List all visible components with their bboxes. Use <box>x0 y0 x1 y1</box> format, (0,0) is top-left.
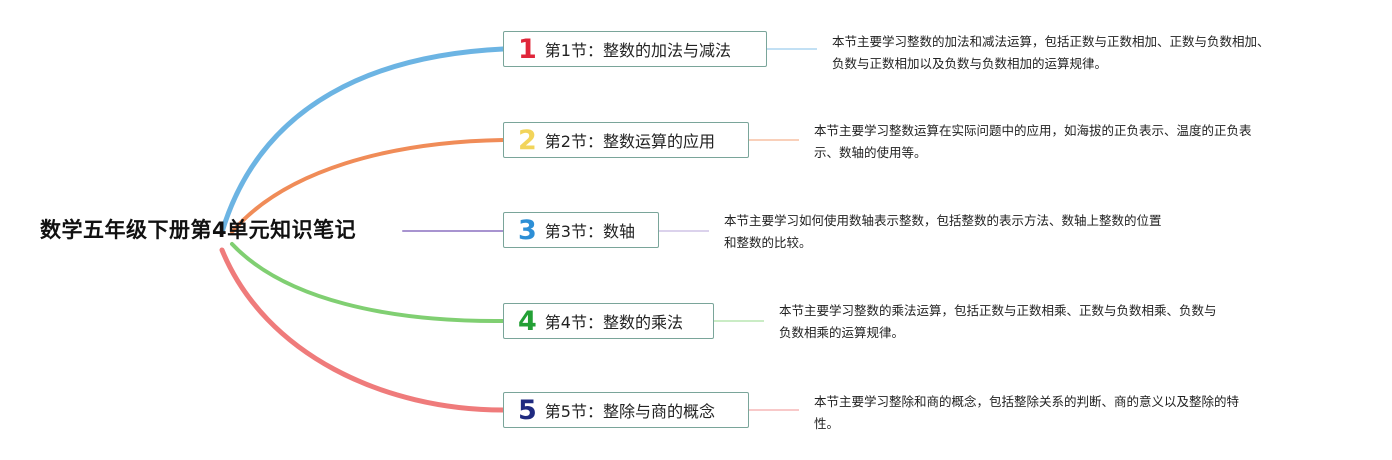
curve-branch-1 <box>219 46 506 235</box>
branch-node-5[interactable]: 5 第5节：整除与商的概念 <box>503 392 749 428</box>
root-topic[interactable]: 数学五年级下册第4单元知识笔记 <box>40 218 357 242</box>
number-2-icon: 2 <box>518 124 537 156</box>
number-4-icon: 4 <box>518 305 537 337</box>
branch-label-5: 第5节：整除与商的概念 <box>544 402 715 421</box>
branch-description-1: 本节主要学习整数的加法和减法运算，包括正数与正数相加、正数与负数相加、 负数与正… <box>832 34 1270 71</box>
branch-node-4[interactable]: 4 第4节：整数的乘法 <box>503 303 714 339</box>
number-1-icon: 1 <box>518 33 537 65</box>
branch-node-2[interactable]: 2 第2节：整数运算的应用 <box>503 122 749 158</box>
branch-label-2: 第2节：整数运算的应用 <box>544 132 715 151</box>
branch-label-1: 第1节：整数的加法与减法 <box>544 41 731 60</box>
branch-node-1[interactable]: 1 第1节：整数的加法与减法 <box>503 31 767 67</box>
number-5-icon: 5 <box>518 394 537 426</box>
branch-description-3: 本节主要学习如何使用数轴表示整数，包括整数的表示方法、数轴上整数的位置 和整数的… <box>724 213 1162 250</box>
curve-branch-5 <box>219 247 506 413</box>
number-3-icon: 3 <box>518 214 537 246</box>
curve-branch-4 <box>230 242 505 324</box>
curve-branch-2 <box>230 138 505 234</box>
branch-node-3[interactable]: 3 第3节：数轴 <box>503 212 659 248</box>
branch-label-4: 第4节：整数的乘法 <box>544 313 683 332</box>
branch-label-3: 第3节：数轴 <box>544 222 635 241</box>
branch-description-4: 本节主要学习整数的乘法运算，包括正数与正数相乘、正数与负数相乘、负数与 负数相乘… <box>779 303 1217 340</box>
branch-description-2: 本节主要学习整数运算在实际问题中的应用，如海拔的正负表示、温度的正负表 示、数轴… <box>814 123 1252 160</box>
branch-description-5: 本节主要学习整除和商的概念，包括整除关系的判断、商的意义以及整除的特 性。 <box>814 394 1240 431</box>
